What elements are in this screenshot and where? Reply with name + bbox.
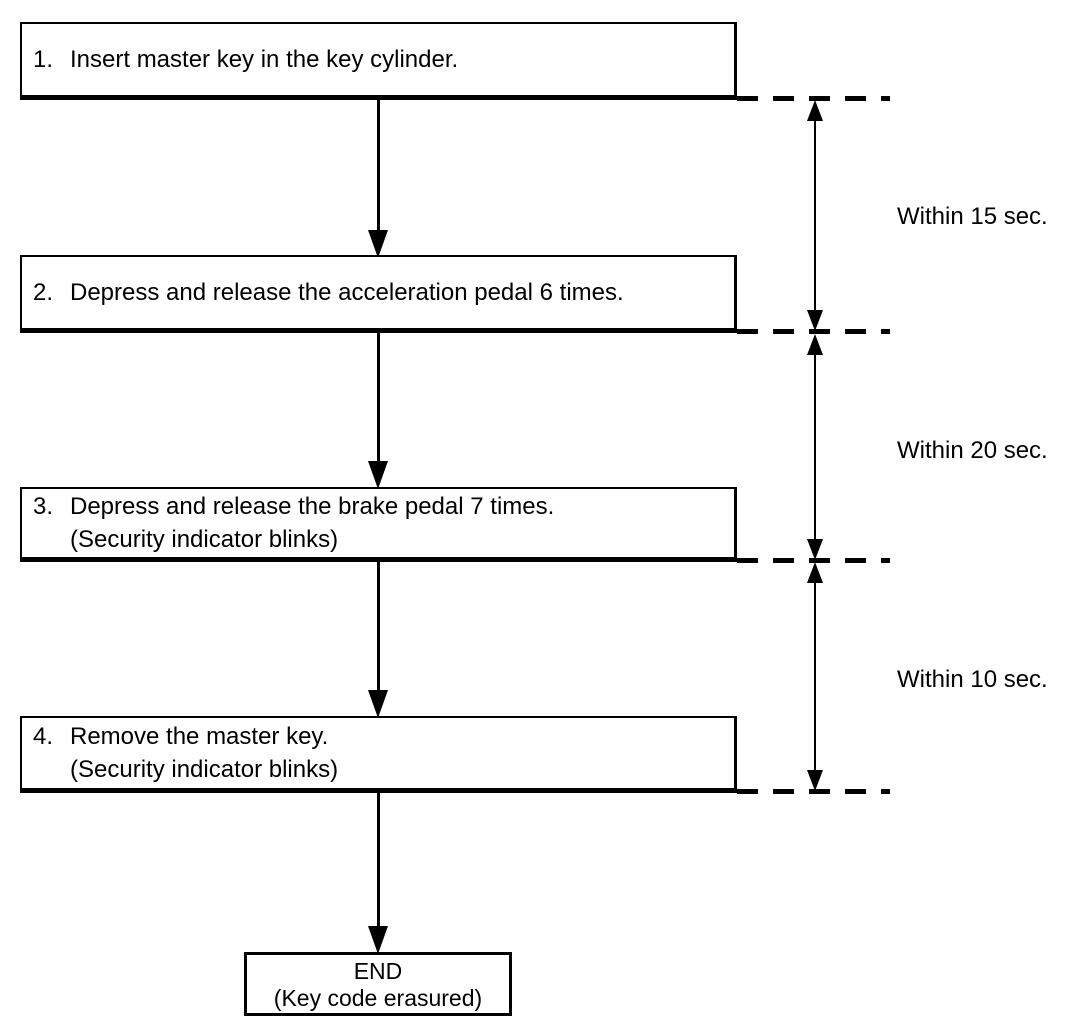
end-title: END: [353, 958, 403, 984]
flow-arrow-down-3: [367, 562, 389, 718]
arrow-head-down-icon: [368, 230, 388, 258]
arrow-head-up-icon: [807, 562, 823, 583]
arrow-shaft: [814, 348, 816, 546]
step-box-2: 2. Depress and release the acceleration …: [20, 255, 737, 333]
arrow-shaft: [376, 333, 380, 465]
arrow-head-down-icon: [807, 770, 823, 791]
timing-label-15-sec: Within 15 sec.: [897, 203, 1048, 230]
dashed-timing-line-3: [737, 558, 890, 563]
arrow-head-down-icon: [368, 461, 388, 489]
arrow-shaft: [814, 576, 816, 777]
flow-arrow-down-4: [367, 793, 389, 954]
arrow-head-down-icon: [368, 926, 388, 954]
step-4-text-line-2: (Security indicator blinks): [70, 756, 339, 783]
step-4-text-line-1: Remove the master key.: [70, 723, 329, 750]
end-subtitle: (Key code erasured): [273, 985, 483, 1011]
end-box: END (Key code erasured): [244, 952, 512, 1016]
step-3-text-line-1: Depress and release the brake pedal 7 ti…: [70, 493, 555, 520]
dashed-timing-line-1: [737, 96, 890, 101]
step-1-text: Insert master key in the key cylinder.: [70, 46, 459, 73]
arrow-head-down-icon: [368, 690, 388, 718]
step-box-4: 4. Remove the master key. (Security indi…: [20, 716, 737, 793]
timing-arrow-2: [806, 334, 824, 560]
arrow-head-up-icon: [807, 334, 823, 355]
step-3-text-line-2: (Security indicator blinks): [70, 526, 339, 553]
timing-arrow-1: [806, 100, 824, 331]
arrow-shaft: [376, 793, 380, 930]
arrow-head-up-icon: [807, 100, 823, 121]
flow-arrow-down-1: [367, 100, 389, 258]
step-1-number: 1.: [33, 46, 54, 73]
step-3-number: 3.: [33, 493, 54, 520]
timing-arrow-3: [806, 562, 824, 791]
dashed-timing-line-4: [737, 789, 890, 794]
arrow-shaft: [376, 562, 380, 694]
arrow-shaft: [814, 114, 816, 317]
timing-label-20-sec: Within 20 sec.: [897, 437, 1048, 464]
step-box-3: 3. Depress and release the brake pedal 7…: [20, 487, 737, 562]
flow-arrow-down-2: [367, 333, 389, 489]
dashed-timing-line-2: [737, 329, 890, 334]
step-box-1: 1. Insert master key in the key cylinder…: [20, 22, 737, 100]
arrow-head-down-icon: [807, 310, 823, 331]
arrow-shaft: [376, 100, 380, 234]
step-2-text: Depress and release the acceleration ped…: [70, 279, 624, 306]
timing-label-10-sec: Within 10 sec.: [897, 666, 1048, 693]
arrow-head-down-icon: [807, 539, 823, 560]
step-2-number: 2.: [33, 279, 54, 306]
step-4-number: 4.: [33, 723, 54, 750]
